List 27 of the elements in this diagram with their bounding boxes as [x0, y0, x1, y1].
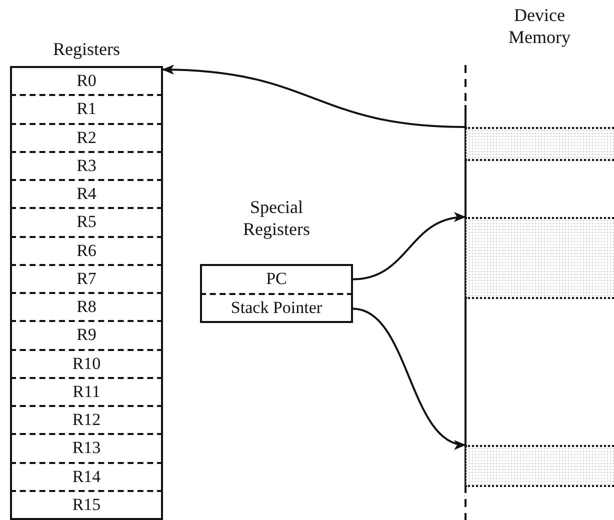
- arrow: [352, 213, 466, 280]
- register-name: R10: [72, 354, 101, 373]
- register-name: R6: [76, 242, 96, 260]
- register-name: R0: [76, 72, 96, 90]
- register-name: R4: [76, 185, 96, 204]
- memory-heading: Device Memory: [508, 4, 572, 48]
- register-name: R1: [76, 100, 96, 118]
- arrow: [162, 65, 466, 128]
- memory-region: [465, 445, 614, 487]
- register-name: R7: [76, 270, 96, 288]
- register-name: R2: [76, 128, 96, 147]
- register-name: R14: [72, 468, 101, 486]
- register-name: R9: [76, 326, 96, 344]
- register-name: R8: [76, 298, 96, 316]
- register-name: PC: [266, 270, 287, 288]
- register-name: R11: [72, 382, 100, 401]
- register-name: R13: [72, 439, 101, 458]
- table-heading: Registers: [52, 38, 121, 60]
- memory-region: [465, 127, 614, 161]
- register-name: R3: [76, 156, 96, 175]
- table-heading: Special Registers: [242, 196, 311, 240]
- register-name: Stack Pointer: [230, 298, 322, 317]
- register-name: R5: [76, 213, 96, 232]
- register-name: R12: [72, 411, 101, 430]
- arrow: [352, 308, 466, 448]
- register-name: R15: [72, 496, 101, 514]
- memory-region: [465, 217, 614, 299]
